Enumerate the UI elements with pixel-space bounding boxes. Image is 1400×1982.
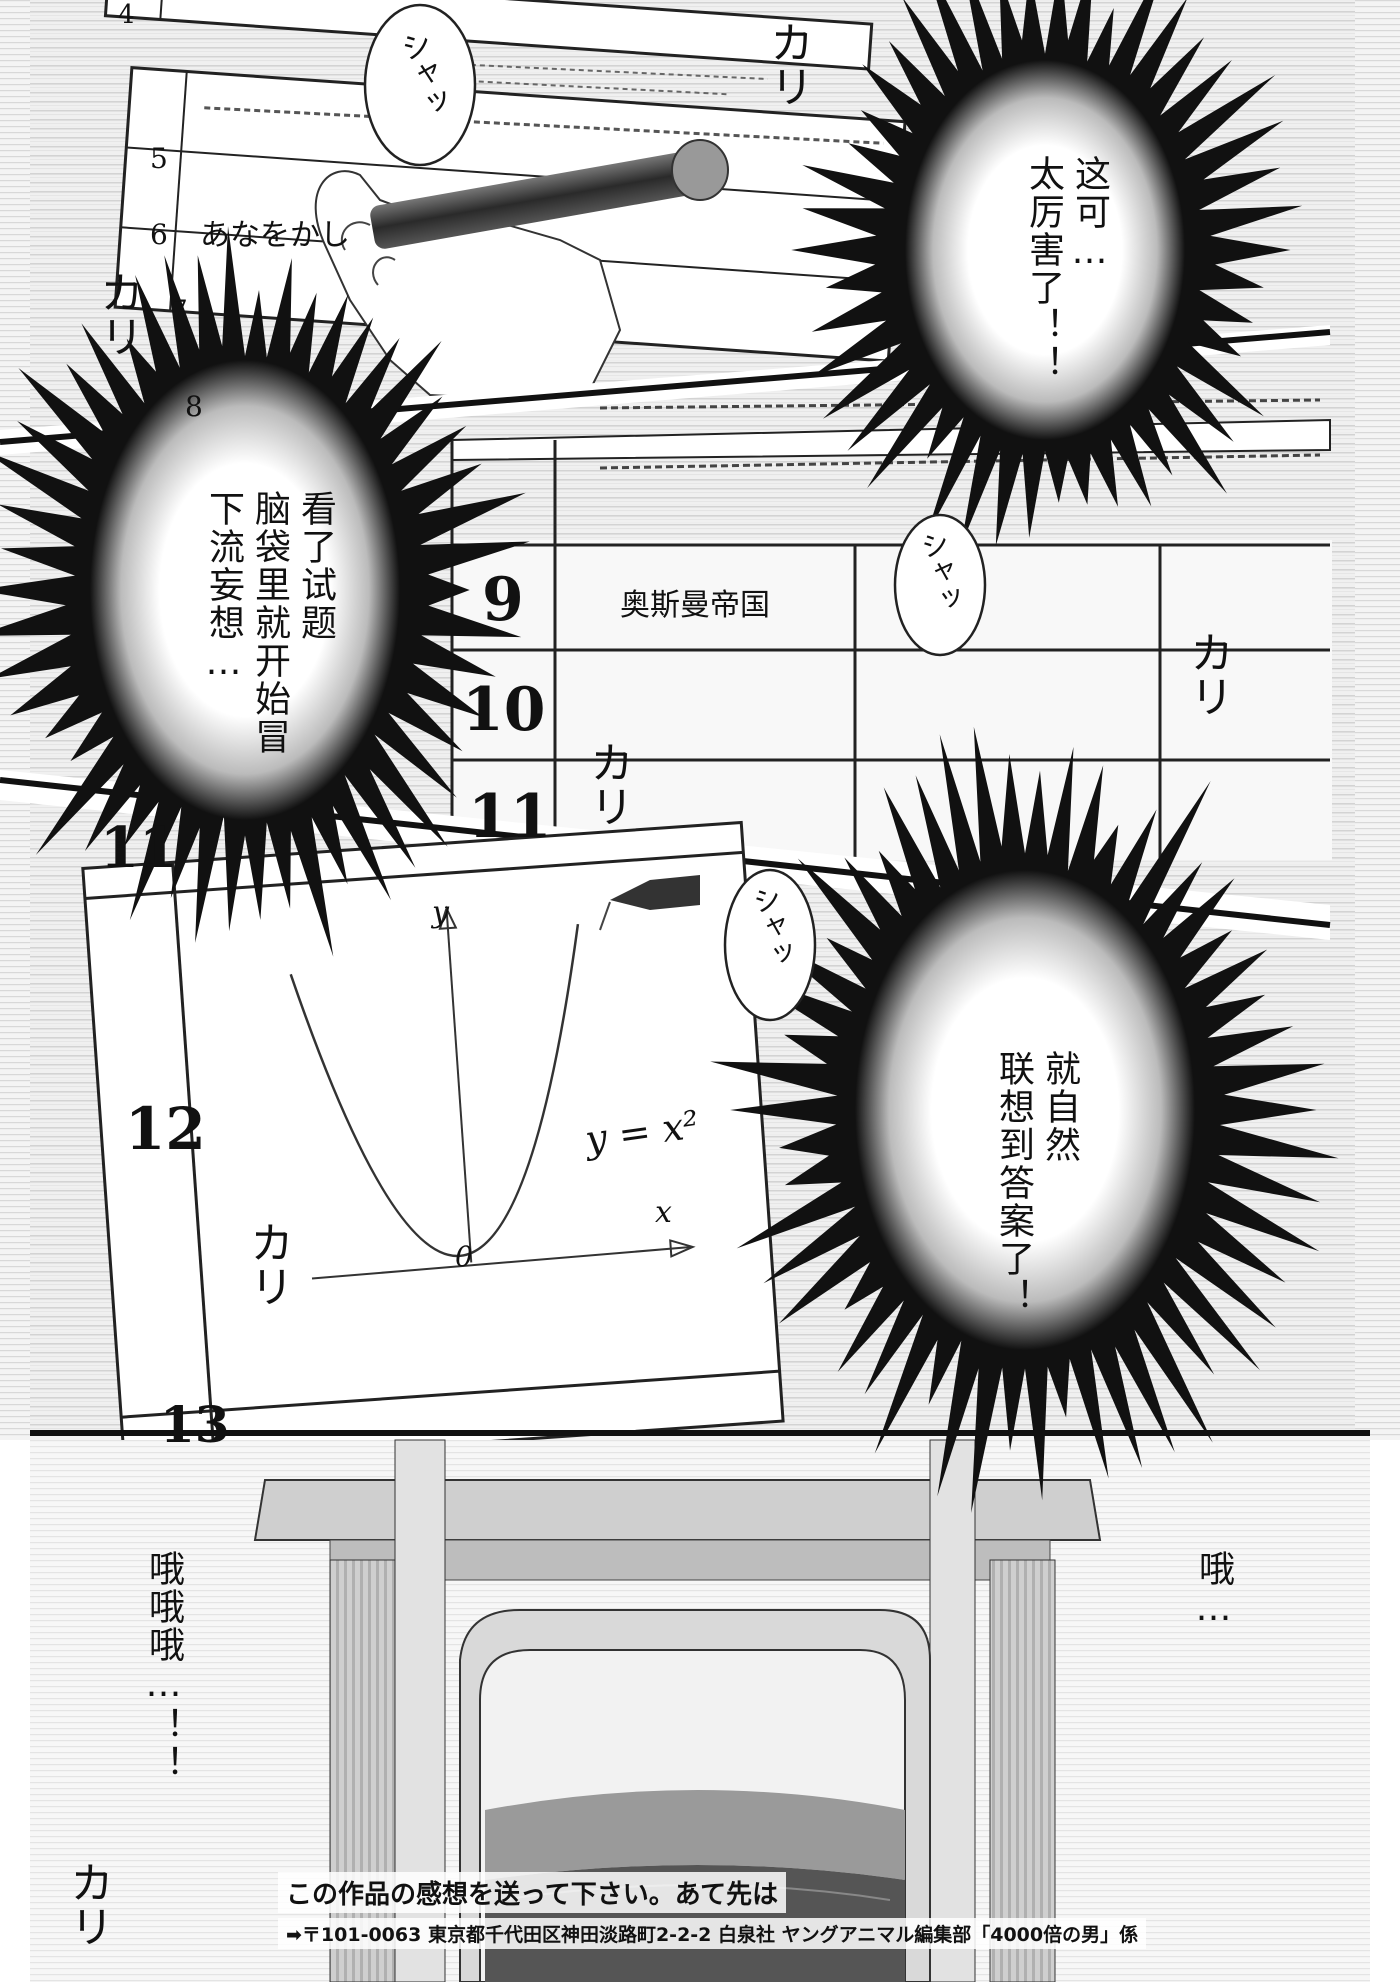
pen-tip-2 [599, 875, 700, 931]
burst-bubble-top-right [791, 0, 1303, 547]
row-number-13: 13 [160, 1395, 230, 1454]
dialogue-top-right-line-2: 太厉害了！！ [1023, 155, 1064, 383]
graph-x-axis-label: x [655, 1195, 672, 1230]
dialogue-bottom-left: 哦哦哦…！！ [143, 1550, 184, 1783]
dialogue-left-line-3: 下流妄想… [203, 490, 244, 685]
row-number-9: 9 [482, 565, 524, 635]
dialogue-bottom-right: 哦… [1193, 1550, 1234, 1631]
sfx-kari-5: カリ [242, 1220, 293, 1308]
row-number-6: 6 [150, 218, 168, 251]
dialogue-right-middle-line-2: 联想到答案了！ [993, 1050, 1034, 1316]
dialogue-top-right: 这可… 太厉害了！！ [1020, 155, 1112, 383]
row-number-5: 5 [150, 142, 168, 175]
hand-with-pen-1 [314, 139, 729, 402]
sfx-kari-3: カリ [1182, 630, 1233, 718]
dialogue-right-middle-line-1: 就自然 [1039, 1050, 1080, 1164]
dialogue-left-line-1: 看了试题 [295, 490, 336, 642]
row-number-8: 8 [185, 390, 203, 423]
burst-bubble-left [0, 226, 530, 957]
sfx-bubble-3 [723, 868, 817, 1022]
row-number-11-mid: 11 [468, 782, 552, 852]
answer-9-text: 奥斯曼帝国 [620, 588, 770, 623]
sfx-kari-2: カリ [92, 270, 143, 358]
dialogue-top-right-line-1: 这可… [1069, 155, 1110, 274]
burst-bubble-right-middle [710, 726, 1339, 1513]
row-number-7: 7 [170, 294, 188, 327]
row-number-12: 12 [125, 1095, 206, 1163]
sfx-bubble-1 [363, 3, 477, 167]
footer-caption-line-2: ➡〒101-0063 東京都千代田区神田淡路町2-2-2 白泉社 ヤングアニマル… [278, 1918, 1147, 1949]
row-number-10: 10 [462, 675, 546, 745]
dialogue-right-middle: 就自然 联想到答案了！ [990, 1050, 1082, 1316]
dialogue-left-line-2: 脑袋里就开始冒 [249, 490, 290, 756]
sfx-kari-1: カリ [762, 20, 813, 108]
sfx-kari-6: カリ [62, 1860, 113, 1948]
answer-6-text: あなをかし [200, 218, 350, 253]
dialogue-left: 看了试题 脑袋里就开始冒 下流妄想… [200, 490, 338, 756]
panel-3-answer-sheet [81, 820, 785, 1469]
row-number-11-bottom: 11 [100, 815, 178, 881]
graph-y-axis-label: y [432, 895, 449, 930]
footer-caption-line-1: この作品の感想を送って下さい。あて先は [278, 1872, 787, 1913]
sfx-bubble-2 [893, 513, 987, 657]
row-number-4: 4 [118, 0, 135, 30]
sfx-kari-4: カリ [582, 740, 633, 828]
graph-origin-label: 0 [455, 1240, 473, 1273]
